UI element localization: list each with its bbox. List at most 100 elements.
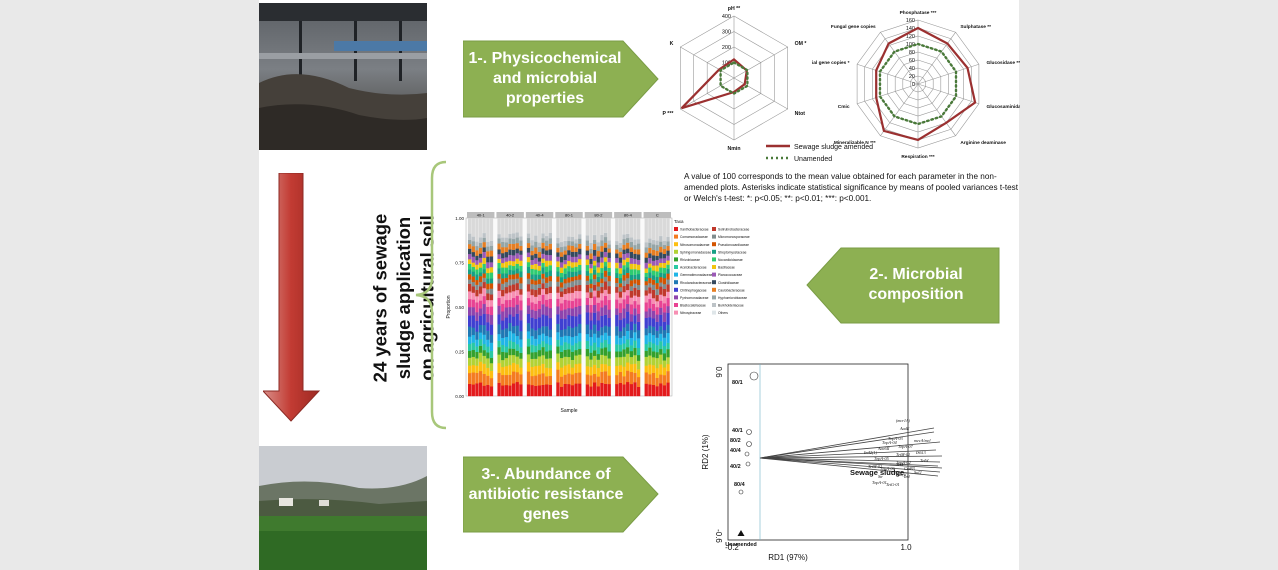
bar-segment: [651, 372, 656, 385]
bar-segment: [570, 327, 575, 338]
bar-segment: [651, 334, 656, 344]
bar-segment: [648, 272, 652, 279]
bar-segment-others: [545, 218, 549, 236]
bar-segment: [629, 364, 634, 373]
bar-segment: [636, 279, 641, 286]
y-tick-label: 1.00: [455, 216, 464, 221]
bar-segment: [489, 306, 494, 316]
legend-swatch: [712, 295, 716, 300]
bar-segment: [497, 363, 501, 373]
bar-segment: [574, 335, 578, 344]
bar-segment: [501, 296, 505, 304]
bar-segment: [622, 259, 626, 266]
bar-segment: [633, 323, 637, 333]
bar-segment: [489, 267, 494, 273]
bar-segment: [497, 249, 501, 255]
bar-segment: [655, 288, 659, 296]
bar-segment: [501, 366, 505, 376]
bar-segment: [482, 303, 486, 315]
bar-segment: [589, 359, 593, 368]
bar-segment: [541, 373, 545, 385]
bar-segment: [589, 242, 593, 249]
bar-segment: [504, 346, 509, 353]
bar-segment: [666, 363, 670, 372]
bar-segment: [567, 343, 571, 350]
bar-segment: [615, 357, 619, 367]
bar-segment: [574, 266, 578, 272]
bar-segment: [526, 297, 531, 306]
bar-segment: [633, 308, 637, 316]
bar-segment: [515, 283, 519, 291]
bar-segment: [574, 247, 578, 252]
bar-segment: [596, 376, 600, 387]
bar-segment-others: [570, 218, 575, 237]
bar-segment: [534, 310, 538, 319]
bar-segment: [626, 261, 630, 268]
bar-segment-others: [596, 218, 600, 243]
bar-segment: [607, 326, 611, 336]
bar-segment: [556, 286, 560, 293]
bar-segment: [468, 343, 472, 352]
bar-segment: [644, 372, 648, 384]
bar-segment: [570, 245, 575, 252]
bar-segment: [596, 281, 600, 287]
bar-segment: [589, 329, 593, 338]
bar-segment: [626, 283, 630, 291]
bar-segment: [570, 315, 575, 328]
legend-label-unamended: Unamended: [794, 156, 832, 163]
bar-segment: [508, 285, 512, 293]
bar-segment: [633, 355, 637, 364]
facet-label: C: [656, 213, 659, 218]
bar-segment: [559, 345, 564, 352]
bar-segment: [626, 242, 630, 249]
bar-segment: [504, 257, 509, 262]
bar-segment: [603, 305, 608, 315]
bar-segment: [626, 237, 630, 243]
radar-axis-label: Ntot: [795, 111, 806, 117]
bar-segment: [508, 274, 512, 280]
bar-segment: [556, 346, 560, 354]
bar-segment: [471, 299, 475, 308]
bar-segment: [636, 296, 641, 305]
bar-segment: [644, 302, 648, 312]
bar-segment: [626, 362, 630, 371]
bar-segment: [578, 314, 582, 324]
bar-segment: [592, 324, 597, 334]
bar-segment: [655, 294, 659, 302]
bar-segment: [526, 252, 531, 258]
bar-segment-others: [489, 218, 494, 241]
bar-segment: [559, 291, 564, 297]
bar-segment: [534, 269, 538, 275]
bar-segment-others: [648, 218, 652, 239]
facet-strip: [614, 212, 642, 218]
sample-label: 40/4: [730, 448, 742, 454]
bar-segment: [570, 345, 575, 352]
bar-segment: [511, 297, 516, 308]
bar-segment: [596, 320, 600, 331]
bar-segment: [659, 294, 663, 301]
bar-segment: [589, 283, 593, 289]
bar-segment: [482, 334, 486, 345]
bar-segment: [622, 327, 626, 336]
legend-label: Others: [718, 311, 728, 315]
radar-spoke: [917, 83, 956, 136]
bar-segment: [468, 283, 472, 292]
bar-segment: [600, 335, 604, 343]
bar-segment: [534, 330, 538, 339]
bar-segment: [607, 299, 611, 310]
bar-segment: [648, 293, 652, 300]
bar-segment: [603, 383, 608, 397]
bar-segment: [478, 324, 483, 333]
bar-segment: [511, 316, 516, 327]
bar-segment: [633, 239, 637, 246]
bar-segment: [559, 386, 564, 397]
bar-segment: [511, 307, 516, 317]
bar-segment: [548, 249, 552, 256]
bar-segment: [578, 238, 582, 244]
bar-segment: [644, 317, 648, 329]
bar-segment: [666, 268, 670, 274]
bar-segment: [548, 254, 552, 261]
bar-segment: [592, 243, 597, 250]
bar-segment: [618, 291, 623, 298]
